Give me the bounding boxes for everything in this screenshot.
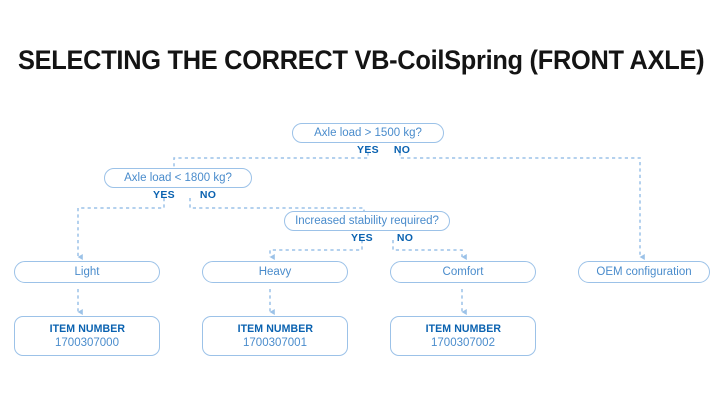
branch-label-q3-yes: YES (351, 232, 373, 244)
item-number-value: 1700307001 (243, 336, 307, 349)
item-number-box-3[interactable]: ITEM NUMBER 1700307002 (390, 316, 536, 356)
branch-label-q3-no: NO (396, 232, 414, 244)
branch-label-q1-no: NO (393, 144, 411, 156)
item-number-heading: ITEM NUMBER (425, 322, 501, 335)
outcome-node-oem-configuration[interactable]: OEM configuration (578, 261, 710, 283)
edge-q1-yes (173, 146, 369, 168)
branch-label-q2-yes: YES (153, 189, 175, 201)
edge-q2-yes (77, 198, 165, 260)
outcome-node-light[interactable]: Light (14, 261, 160, 283)
decision-node-axle-load-1500[interactable]: Axle load > 1500 kg? (292, 123, 444, 143)
item-number-value: 1700307002 (431, 336, 495, 349)
branch-label-q1-yes: YES (357, 144, 379, 156)
edge-q1-no (399, 146, 645, 260)
decision-node-increased-stability[interactable]: Increased stability required? (284, 211, 450, 231)
item-number-box-1[interactable]: ITEM NUMBER 1700307000 (14, 316, 160, 356)
item-number-heading: ITEM NUMBER (49, 322, 125, 335)
decision-node-axle-load-1800[interactable]: Axle load < 1800 kg? (104, 168, 252, 188)
item-number-heading: ITEM NUMBER (237, 322, 313, 335)
outcome-node-comfort[interactable]: Comfort (390, 261, 536, 283)
item-number-box-2[interactable]: ITEM NUMBER 1700307001 (202, 316, 348, 356)
page-title: SELECTING THE CORRECT VB-CoilSpring (FRO… (18, 45, 705, 75)
outcome-node-heavy[interactable]: Heavy (202, 261, 348, 283)
branch-label-q2-no: NO (199, 189, 217, 201)
item-number-value: 1700307000 (55, 336, 119, 349)
